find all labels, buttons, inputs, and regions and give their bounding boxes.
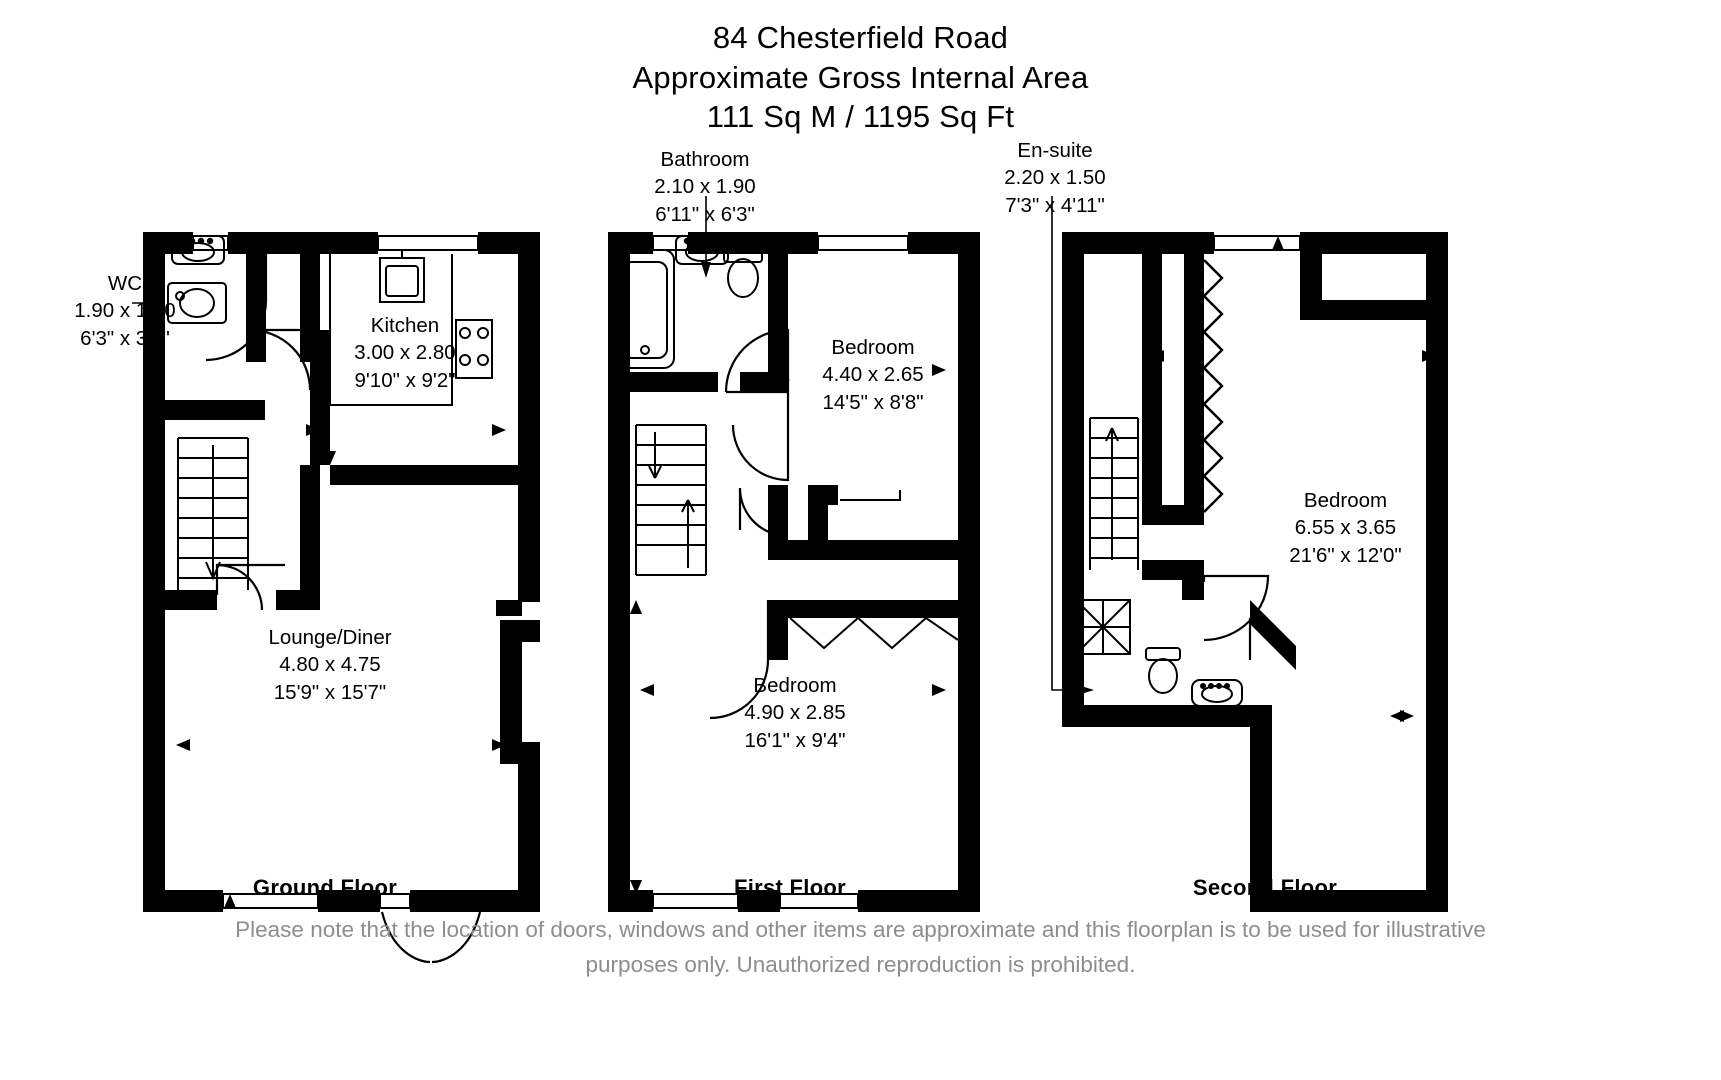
room-label-kitchen: Kitchen 3.00 x 2.80 9'10" x 9'2" bbox=[310, 312, 500, 394]
floor-caption-ground: Ground Floor bbox=[252, 875, 398, 900]
room-metric-bedroom-front: 4.40 x 2.65 bbox=[822, 363, 924, 387]
floor-caption-first: First Floor bbox=[733, 875, 847, 900]
room-imperial-bedroom-master: 21'6" x 12'0" bbox=[1289, 543, 1402, 567]
shower-icon bbox=[1075, 599, 1131, 655]
room-imperial-bedroom-front: 14'5" x 8'8" bbox=[822, 390, 924, 414]
floor-caption-second: Second Floor bbox=[1192, 875, 1338, 900]
room-metric-bedroom-rear: 4.90 x 2.85 bbox=[744, 701, 846, 725]
eaves-line bbox=[1202, 259, 1224, 513]
room-imperial-lounge-diner: 15'9" x 15'7" bbox=[273, 680, 387, 704]
second-doors bbox=[1202, 574, 1281, 660]
room-label-en-suite: En-suite 2.20 x 1.50 7'3" x 4'11" bbox=[960, 137, 1150, 219]
bathtub-icon bbox=[615, 249, 675, 369]
room-name-bathroom: Bathroom bbox=[660, 148, 750, 171]
room-name-wc: WC bbox=[107, 272, 143, 295]
room-name-bedroom-rear: Bedroom bbox=[753, 674, 837, 697]
title-address: 84 Chesterfield Road bbox=[712, 20, 1009, 55]
room-metric-lounge-diner: 4.80 x 4.75 bbox=[279, 653, 381, 677]
room-imperial-bathroom: 6'11" x 6'3" bbox=[655, 202, 755, 226]
staircase-updown-icon bbox=[635, 424, 707, 576]
second-floor-plan bbox=[1062, 232, 1448, 912]
title-area-value: 111 Sq M / 1195 Sq Ft bbox=[706, 99, 1015, 135]
leader-lines bbox=[132, 196, 1094, 695]
room-label-wc: WC 1.90 x 1.00 6'3" x 3'3" bbox=[0, 270, 250, 352]
second-direction-arrows bbox=[1150, 236, 1436, 722]
staircase-down-icon bbox=[177, 437, 249, 590]
room-label-lounge-diner: Lounge/Diner 4.80 x 4.75 15'9" x 15'7" bbox=[210, 624, 450, 706]
room-name-bedroom-front: Bedroom bbox=[831, 336, 915, 359]
room-name-kitchen: Kitchen bbox=[370, 314, 440, 337]
room-imperial-en-suite: 7'3" x 4'11" bbox=[1005, 193, 1105, 217]
title-area-description: Approximate Gross Internal Area bbox=[632, 59, 1089, 95]
first-doors bbox=[709, 328, 790, 720]
page-title: 84 Chesterfield Road Approximate Gross I… bbox=[0, 18, 1721, 137]
toilet-icon-second bbox=[1145, 647, 1181, 694]
room-metric-en-suite: 2.20 x 1.50 bbox=[1004, 166, 1106, 190]
room-name-lounge-diner: Lounge/Diner bbox=[268, 626, 392, 649]
room-metric-kitchen: 3.00 x 2.80 bbox=[354, 341, 456, 365]
room-metric-bedroom-master: 6.55 x 3.65 bbox=[1294, 516, 1397, 540]
staircase-up-icon bbox=[1089, 417, 1139, 570]
wash-basin-icon-first bbox=[675, 235, 729, 265]
room-name-en-suite: En-suite bbox=[1017, 139, 1093, 162]
room-imperial-kitchen: 9'10" x 9'2" bbox=[354, 368, 456, 392]
room-label-bedroom-rear: Bedroom 4.90 x 2.85 16'1" x 9'4" bbox=[700, 672, 890, 754]
disclaimer-line-1: Please note that the location of doors, … bbox=[235, 917, 1486, 942]
room-imperial-bedroom-rear: 16'1" x 9'4" bbox=[744, 728, 846, 752]
room-metric-bathroom: 2.10 x 1.90 bbox=[654, 175, 756, 199]
room-label-bedroom-front: Bedroom 4.40 x 2.65 14'5" x 8'8" bbox=[778, 334, 968, 416]
room-metric-wc: 1.90 x 1.00 bbox=[74, 299, 176, 323]
room-name-bedroom-master: Bedroom bbox=[1303, 489, 1388, 512]
wash-basin-icon-second bbox=[1191, 679, 1243, 707]
room-label-bathroom: Bathroom 2.10 x 1.90 6'11" x 6'3" bbox=[610, 146, 800, 228]
toilet-icon-first bbox=[723, 247, 763, 298]
room-label-bedroom-master: Bedroom 6.55 x 3.65 21'6" x 12'0" bbox=[1248, 487, 1443, 569]
room-imperial-wc: 6'3" x 3'3" bbox=[80, 326, 170, 350]
disclaimer-line-2: purposes only. Unauthorized reproduction… bbox=[585, 952, 1136, 977]
